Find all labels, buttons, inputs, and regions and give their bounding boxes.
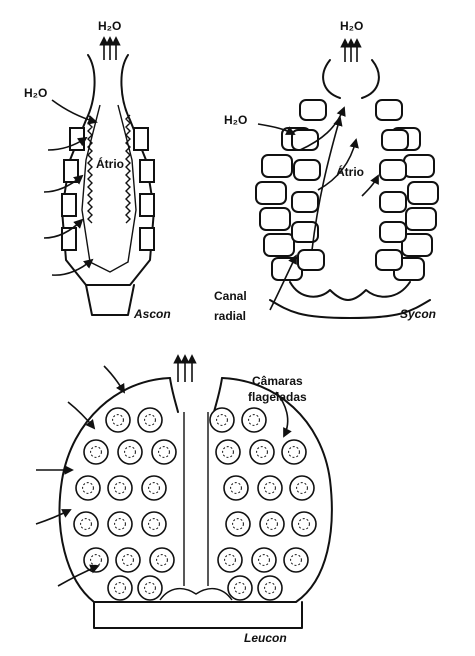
- chamber-lumen: [216, 414, 228, 426]
- ascon-diagram: H₂O H₂O Átrio Ascon: [24, 19, 171, 321]
- chamber-lumen: [224, 554, 236, 566]
- leucon-chambers-left: [73, 407, 177, 601]
- chamber-lumen: [290, 554, 302, 566]
- chamber-lumen: [264, 482, 276, 494]
- sycon-water-in-label: H₂O: [224, 113, 247, 127]
- sycon-diagram: H₂O H₂O Átrio Canal radial Sycon: [214, 19, 439, 323]
- chamber-lumen: [230, 482, 242, 494]
- leucon-chambers-label-1: Câmaras: [252, 374, 303, 388]
- leucon-name-label: Leucon: [244, 631, 287, 645]
- sycon-name-label: Sycon: [400, 307, 436, 321]
- chamber-lumen: [148, 518, 160, 530]
- chamber-lumen: [148, 482, 160, 494]
- chamber-lumen: [234, 582, 246, 594]
- sycon-canal-label-1: Canal: [214, 289, 247, 303]
- sycon-water-out-label: H₂O: [340, 19, 363, 33]
- chamber-lumen: [232, 518, 244, 530]
- chamber-lumen: [122, 554, 134, 566]
- chamber-lumen: [288, 446, 300, 458]
- chamber-lumen: [296, 482, 308, 494]
- sycon-atrium-label: Átrio: [336, 164, 364, 179]
- chamber-lumen: [144, 582, 156, 594]
- chamber-lumen: [266, 518, 278, 530]
- sycon-radial-canals-right: [375, 99, 439, 281]
- chamber-lumen: [114, 582, 126, 594]
- ascon-wall-pores-right: [133, 127, 155, 251]
- sycon-radial-canals-left: [255, 99, 327, 281]
- ascon-water-out-label: H₂O: [98, 19, 121, 33]
- chamber-lumen: [114, 482, 126, 494]
- leucon-diagram: Câmaras flageladas Leucon: [35, 354, 333, 645]
- chamber-lumen: [124, 446, 136, 458]
- chamber-lumen: [264, 582, 276, 594]
- chamber-lumen: [90, 446, 102, 458]
- chamber-lumen: [256, 446, 268, 458]
- ascon-atrium-label: Átrio: [96, 156, 124, 171]
- chamber-lumen: [112, 414, 124, 426]
- chamber-lumen: [114, 518, 126, 530]
- chamber-lumen: [298, 518, 310, 530]
- chamber-lumen: [82, 482, 94, 494]
- chamber-lumen: [248, 414, 260, 426]
- sycon-canal-label-2: radial: [214, 309, 246, 323]
- chamber-lumen: [222, 446, 234, 458]
- chamber-lumen: [258, 554, 270, 566]
- ascon-water-in-label: H₂O: [24, 86, 47, 100]
- leucon-chambers-label-2: flageladas: [248, 390, 307, 404]
- leucon-chambers-right: [209, 407, 317, 601]
- chamber-lumen: [90, 554, 102, 566]
- ascon-name-label: Ascon: [133, 307, 171, 321]
- chamber-lumen: [158, 446, 170, 458]
- chamber-lumen: [156, 554, 168, 566]
- chamber-lumen: [80, 518, 92, 530]
- chamber-lumen: [144, 414, 156, 426]
